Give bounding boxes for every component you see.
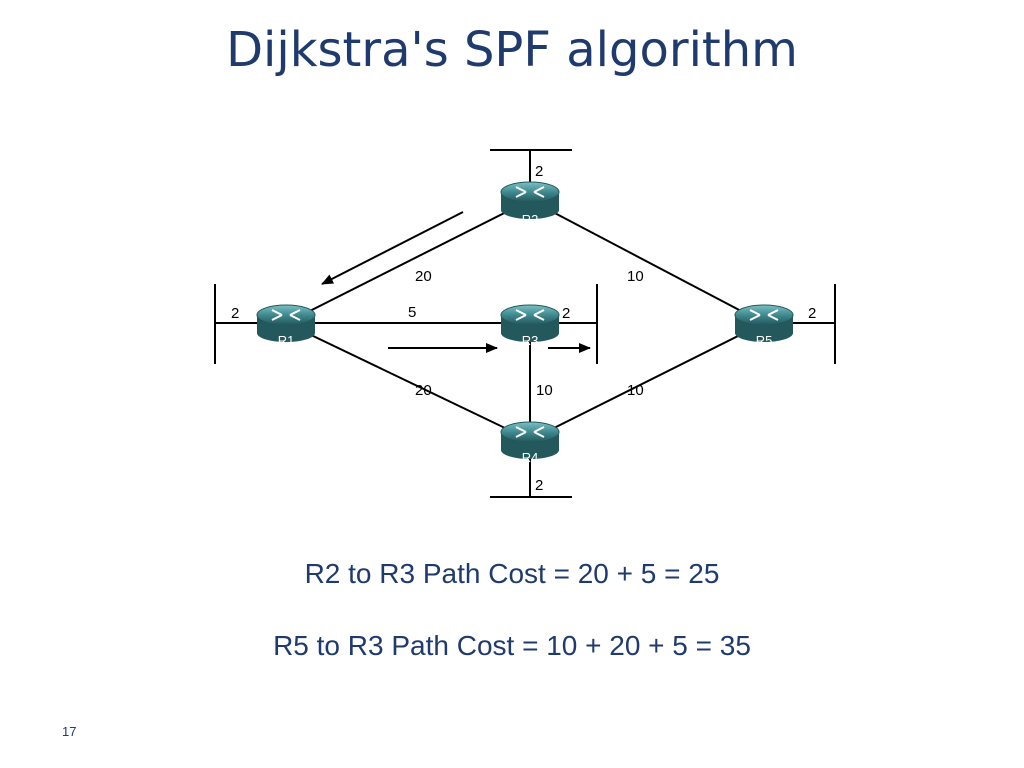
router-r1: R1 [256, 304, 316, 348]
router-label-r1: R1 [278, 333, 295, 348]
slide-title: Dijkstra's SPF algorithm [226, 22, 798, 78]
router-arrows-icon [271, 309, 301, 321]
router-r3: R3 [500, 304, 560, 348]
link-r2-r5 [529, 199, 765, 324]
cost-label-r3-r4: 10 [536, 382, 553, 399]
arrow-r2-to-r1 [321, 211, 464, 285]
router-label-r5: R5 [756, 333, 773, 348]
slide-number: 17 [62, 724, 77, 739]
cost-label-r5-lan: 2 [808, 305, 816, 322]
router-arrows-icon [515, 426, 545, 438]
router-arrows-icon [515, 186, 545, 198]
cost-label-r1-r4: 20 [415, 382, 432, 399]
cost-label-r2-r5: 10 [627, 268, 644, 285]
link-r1-r2 [285, 199, 531, 324]
path-cost-r5-r3: R5 to R3 Path Cost = 10 + 20 + 5 = 35 [273, 630, 751, 661]
router-label-r3: R3 [522, 333, 539, 348]
router-label-r4: R4 [522, 450, 539, 465]
cost-label-r4-r5: 10 [627, 382, 644, 399]
cost-label-r3-lan: 2 [562, 305, 570, 322]
cost-label-r1-lan: 2 [231, 305, 239, 322]
router-arrows-icon [749, 309, 779, 321]
path-cost-r2-r3: R2 to R3 Path Cost = 20 + 5 = 25 [304, 558, 720, 589]
cost-label-r1-r3: 5 [408, 304, 416, 321]
cost-label-r2-lan: 2 [535, 163, 543, 180]
link-r4-r5 [529, 322, 765, 441]
router-r2: R2 [500, 181, 560, 227]
router-r4: R4 [500, 421, 560, 465]
link-r1-r4 [285, 322, 531, 441]
router-arrows-icon [515, 309, 545, 321]
cost-label-r1-r2: 20 [415, 268, 432, 285]
cost-label-r4-lan: 2 [535, 477, 543, 494]
router-label-r2: R2 [522, 212, 539, 227]
router-r5: R5 [734, 304, 794, 348]
